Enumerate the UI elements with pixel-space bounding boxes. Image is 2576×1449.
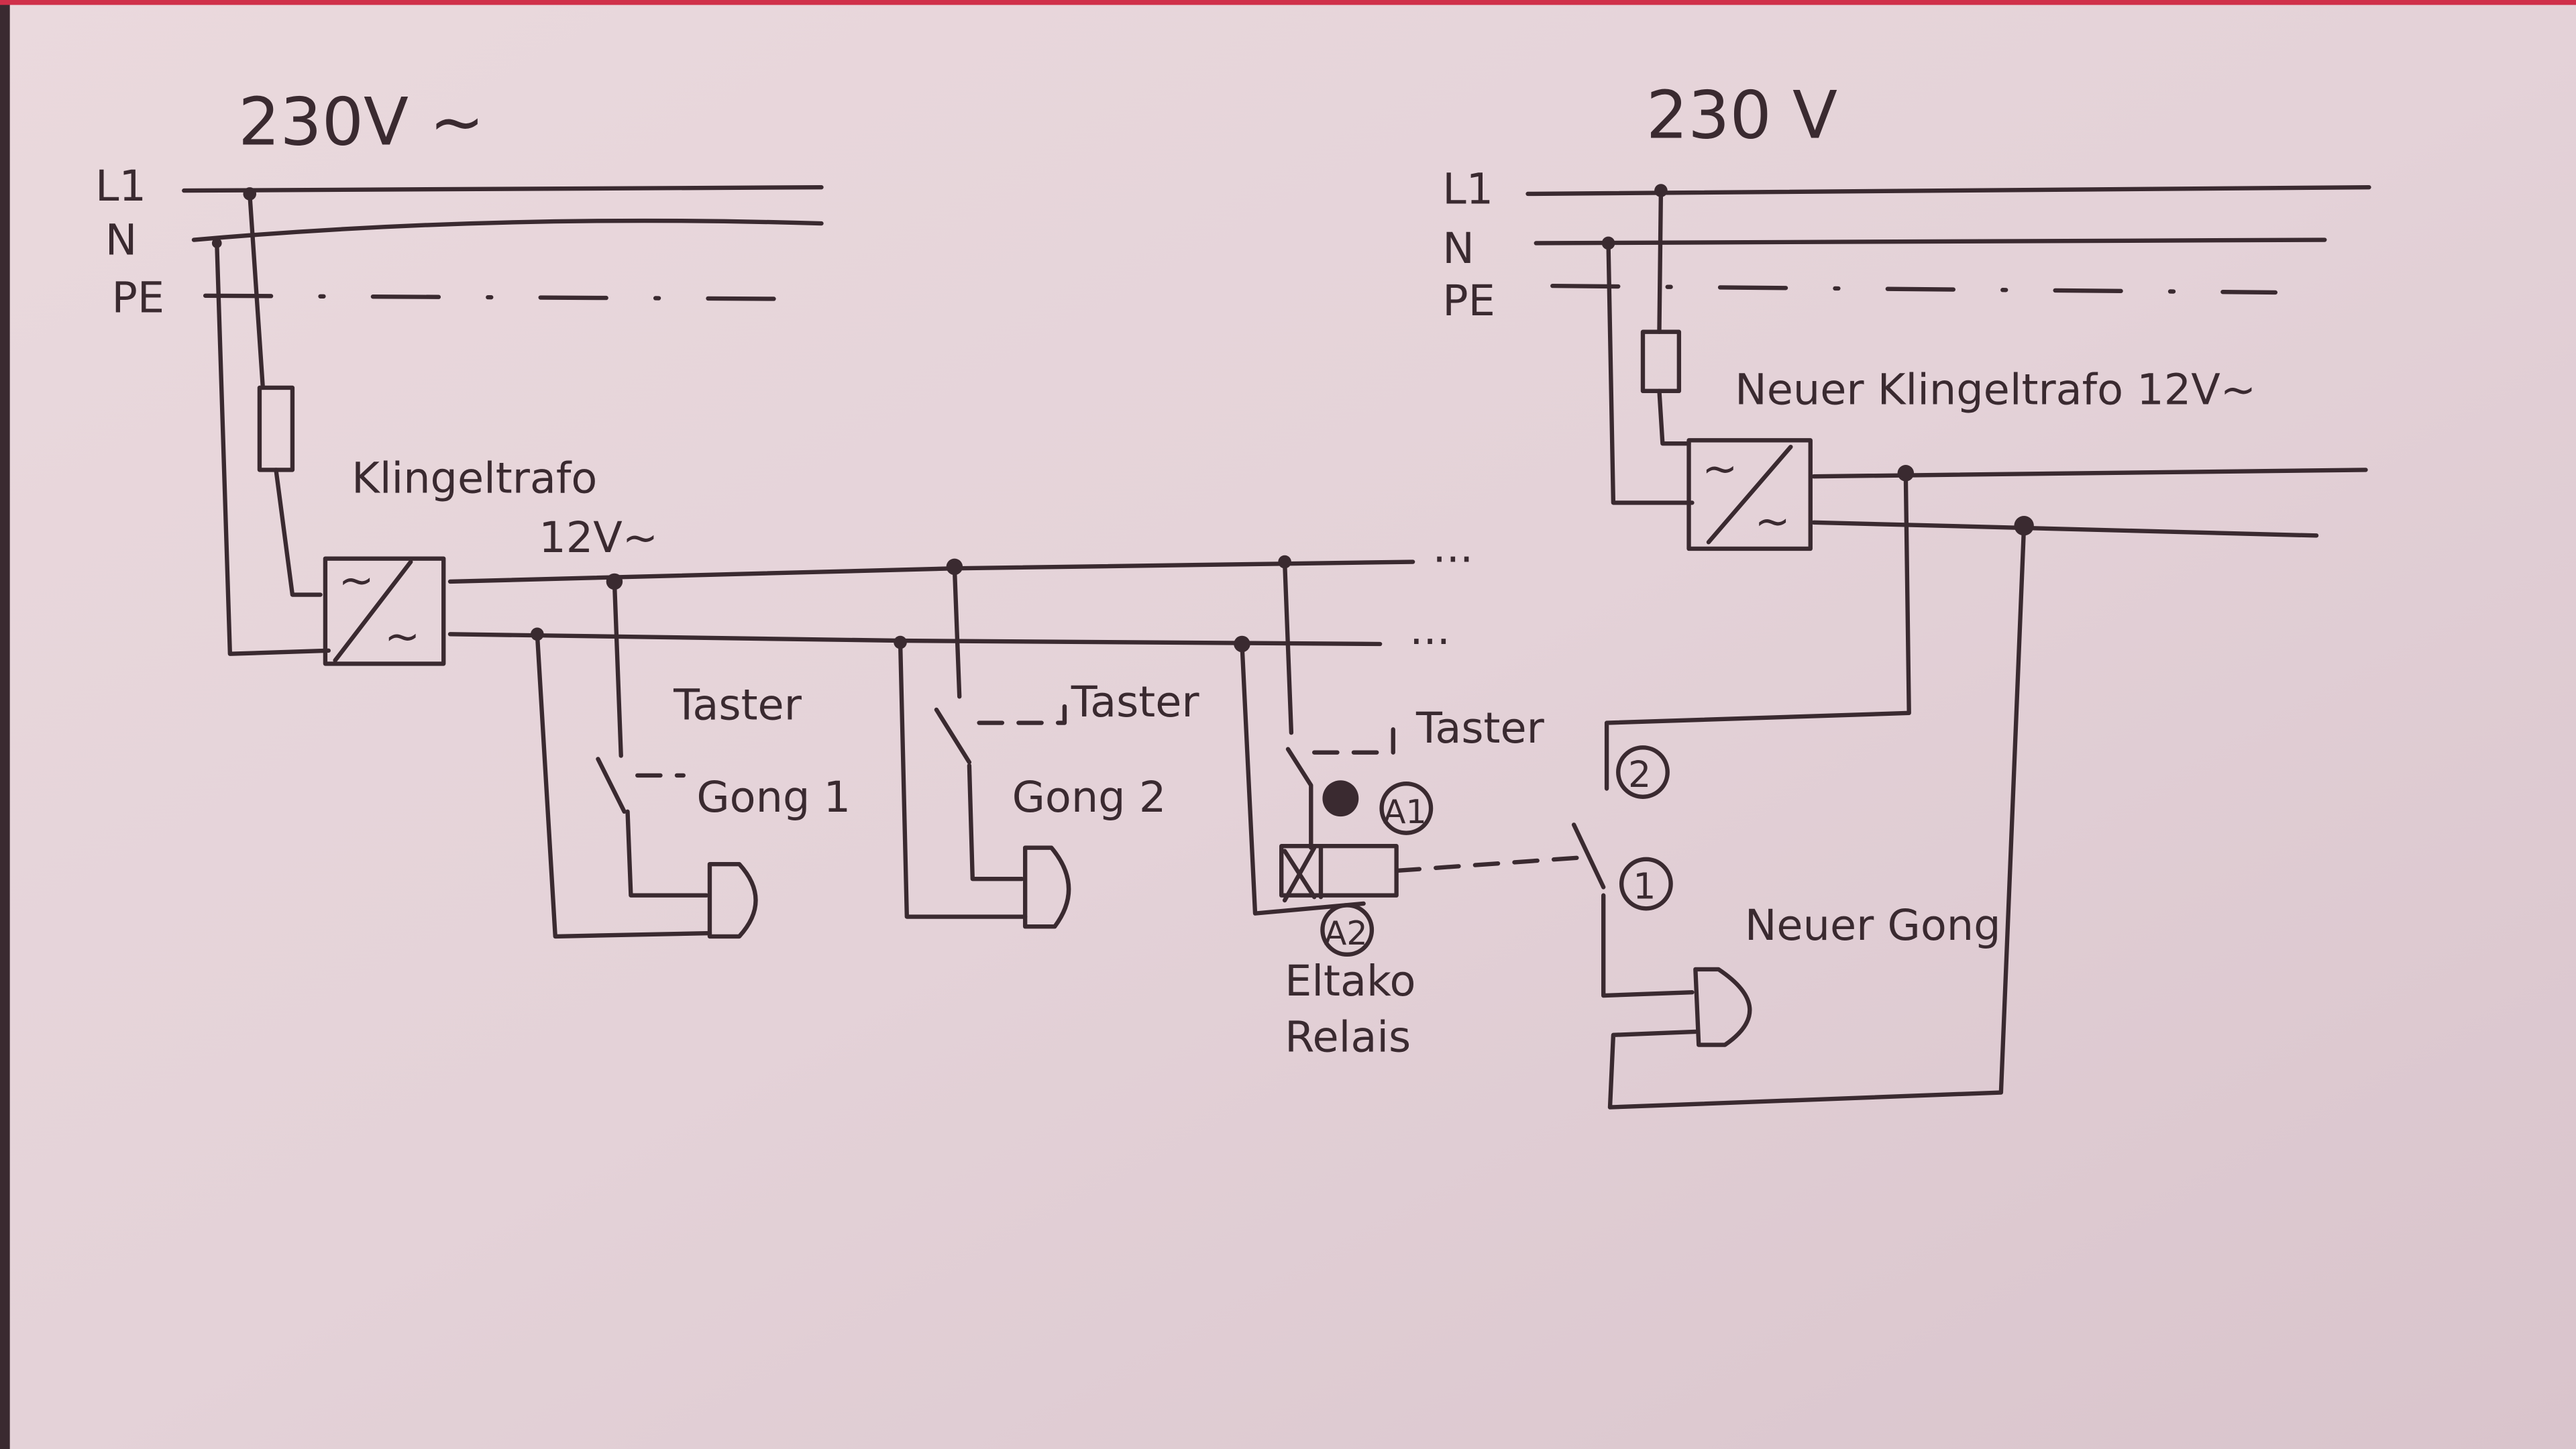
terminal-a2-label: A2 — [1324, 914, 1368, 953]
transformer-diagonal — [333, 559, 413, 663]
contact-1-label: 1 — [1633, 865, 1656, 908]
contact-2-icon — [1616, 745, 1670, 799]
new-gong-label: Neuer Gong — [1745, 901, 2001, 951]
left-transformer: ~ ~ Klingeltrafo 12V~ — [323, 454, 658, 666]
continuation-dots: ... — [1433, 523, 1474, 573]
right-pe-line — [1550, 283, 2278, 295]
transformer-input-symbol: ~ — [1702, 444, 1737, 494]
gong-1-return — [535, 632, 712, 939]
gong-2-label: Gong 2 — [1012, 773, 1167, 822]
relay-contact-icon — [1571, 822, 1606, 890]
right-bus-line-2 — [1811, 520, 2319, 538]
contact-2-label: 2 — [1628, 753, 1651, 796]
gong-return-wire — [1607, 523, 2027, 1110]
right-supply: 230 V L1 N PE — [1442, 78, 2371, 505]
left-n-drop — [215, 241, 331, 656]
continuation-dots: ... — [1409, 605, 1450, 655]
right-transformer-name: Neuer Klingeltrafo 12V~ — [1735, 365, 2256, 415]
left-pe-label: PE — [112, 273, 165, 323]
transformer-icon — [323, 556, 446, 666]
relay-coil-marking — [1282, 845, 1324, 903]
gong-1-circuit: Taster Gong 1 — [535, 579, 851, 939]
new-gong-icon — [1693, 967, 1752, 1047]
relay-contact-linkage — [1394, 855, 1583, 873]
right-n-drop — [1606, 241, 1695, 505]
right-l1-line — [1525, 185, 2371, 197]
left-l1-label: L1 — [95, 162, 146, 211]
left-n-label: N — [105, 216, 138, 266]
left-fuse-icon — [257, 385, 295, 472]
relay-button-label: Taster — [1415, 704, 1545, 753]
relay-button-wire — [1282, 559, 1313, 850]
gong-2-return — [898, 640, 1028, 919]
transformer-output-symbol: ~ — [384, 612, 420, 661]
left-l1-line — [182, 185, 824, 193]
contact-1-wire — [1601, 893, 1695, 998]
button-linkage — [1312, 727, 1395, 755]
left-edge — [0, 0, 10, 1449]
relay-circuit: A1 A2 Taster Eltako Relais 2 1 — [1240, 559, 1673, 1062]
right-fuse-icon — [1640, 329, 1682, 394]
transformer-output-symbol: ~ — [1755, 496, 1790, 546]
terminal-a2-icon — [1320, 903, 1375, 957]
gong-2-button-label: Taster — [1071, 678, 1200, 727]
gong-2-wire — [934, 564, 1024, 881]
transformer-icon — [1686, 438, 1813, 551]
gong-2-icon — [1022, 845, 1071, 929]
gong-1-label: Gong 1 — [696, 773, 851, 822]
gong-1-icon — [707, 861, 758, 939]
button-linkage — [977, 694, 1067, 725]
transformer-input-symbol: ~ — [338, 556, 374, 606]
contact-1-icon — [1619, 857, 1673, 911]
contact-2-wire — [1604, 471, 1911, 791]
left-n-line — [191, 218, 824, 242]
transformer-diagonal — [1706, 444, 1793, 545]
gong-1-wire — [596, 579, 709, 898]
right-n-line — [1534, 237, 2327, 246]
left-l1-drop — [248, 191, 323, 597]
right-n-label: N — [1442, 224, 1474, 274]
left-supply: 230V ~ L1 N PE — [95, 85, 824, 656]
left-transformer-name: Klingeltrafo — [352, 454, 597, 504]
right-l1-drop — [1657, 188, 1691, 446]
left-transformer-voltage: 12V~ — [539, 513, 658, 563]
right-voltage-label: 230 V — [1646, 78, 1837, 154]
relay-name-line1: Eltako — [1285, 957, 1415, 1006]
left-voltage-label: 230V ~ — [238, 85, 484, 161]
gong-2-circuit: Taster Gong 2 — [898, 564, 1200, 929]
right-l1-label: L1 — [1442, 165, 1493, 215]
top-edge — [0, 0, 2576, 5]
relay-return — [1240, 641, 1366, 916]
right-pe-label: PE — [1442, 276, 1495, 326]
relay-name-line2: Relais — [1285, 1012, 1411, 1062]
new-gong-circuit: Neuer Gong — [1601, 471, 2027, 1110]
terminal-a1-icon — [1379, 781, 1434, 835]
terminal-a1-label: A1 — [1383, 793, 1427, 831]
gong-1-button-label: Taster — [673, 681, 802, 731]
relay-indicator-icon — [1322, 780, 1359, 817]
